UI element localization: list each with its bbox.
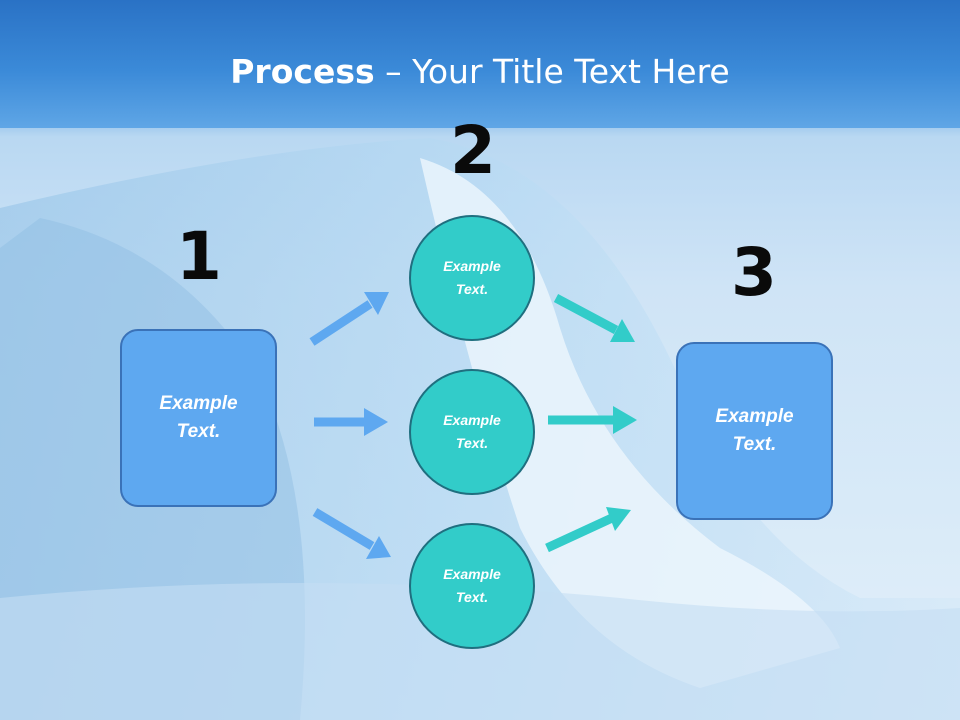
slide-title: Process – Your Title Text Here xyxy=(0,52,960,91)
arrow-top-to-right xyxy=(553,294,635,342)
step-number-2: 2 xyxy=(450,112,496,189)
step-number-3: 3 xyxy=(731,234,777,311)
arrow-left-to-top xyxy=(309,292,389,346)
title-rest: – Your Title Text Here xyxy=(374,52,730,91)
circle-bottom-line1: Example xyxy=(443,565,501,582)
circle-top-line1: Example xyxy=(443,257,501,274)
circle-bottom: Example Text. xyxy=(409,523,535,649)
circle-middle-line2: Text. xyxy=(455,435,489,451)
title-bold: Process xyxy=(230,52,375,91)
right-box-line1: Example xyxy=(715,405,794,427)
arrow-bottom-to-right xyxy=(545,507,631,553)
arrow-middle-to-right xyxy=(548,406,637,434)
left-process-box: Example Text. xyxy=(120,329,277,507)
step-number-1: 1 xyxy=(176,218,222,295)
circle-top-line2: Text. xyxy=(455,281,489,297)
circle-middle-line1: Example xyxy=(443,411,501,428)
title-bar xyxy=(0,0,960,128)
left-box-line1: Example xyxy=(159,392,238,414)
arrow-left-to-middle xyxy=(314,408,388,436)
circle-middle: Example Text. xyxy=(409,369,535,495)
circle-bottom-line2: Text. xyxy=(455,589,489,605)
left-box-line2: Text. xyxy=(176,421,221,442)
arrow-left-to-bottom xyxy=(312,508,391,559)
right-box-line2: Text. xyxy=(732,434,777,455)
circle-top: Example Text. xyxy=(409,215,535,341)
right-process-box: Example Text. xyxy=(676,342,833,520)
